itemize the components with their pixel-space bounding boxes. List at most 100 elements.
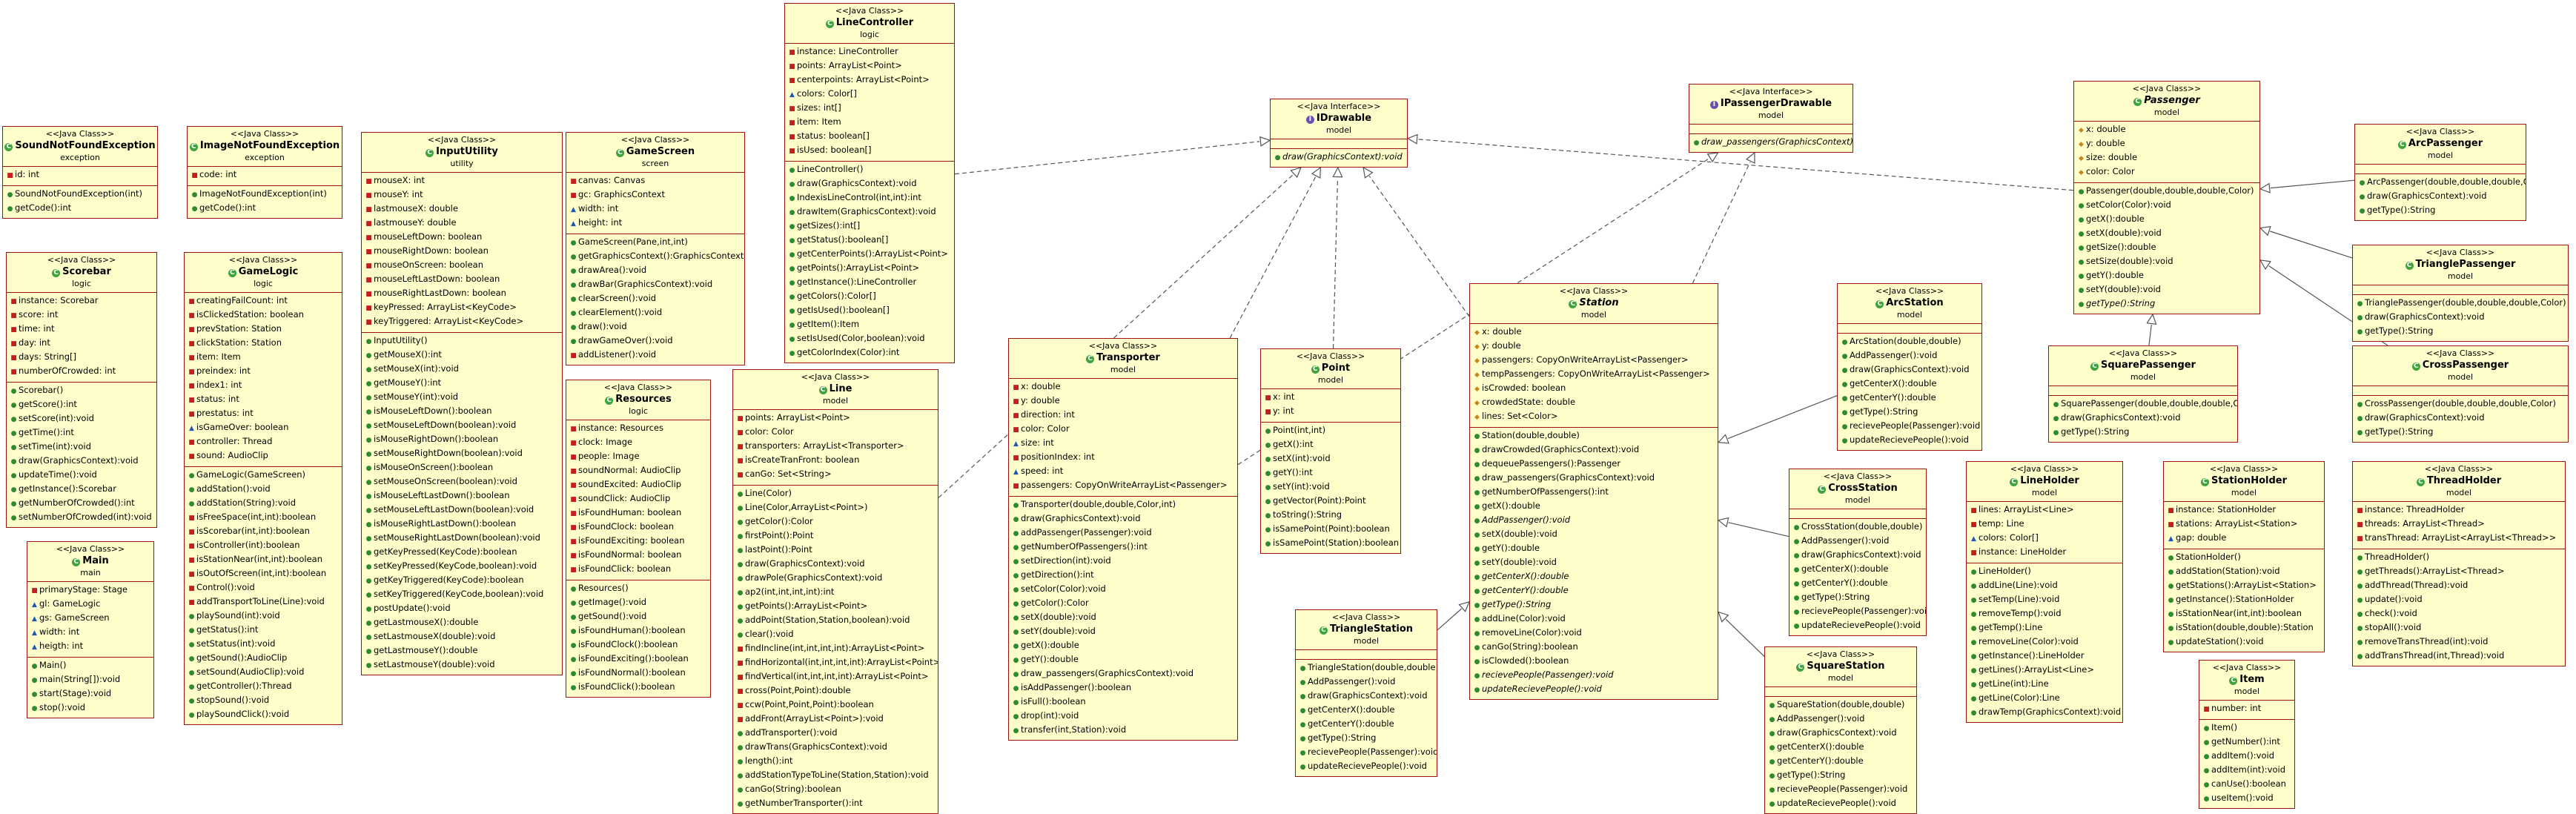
field-row: ▲colors: Color[] xyxy=(787,87,953,102)
package-icon: ▲ xyxy=(571,206,576,214)
field-text: color: Color xyxy=(745,426,794,437)
method-row: ●stopSound():void xyxy=(187,694,340,708)
method-row: ●draw(GraphicsContext):void xyxy=(735,557,936,572)
method-row: ●getInstance():LineController xyxy=(787,276,953,290)
public-icon: ● xyxy=(1013,643,1019,650)
method-row: ●getStations():ArrayList<Station> xyxy=(2166,579,2322,593)
public-icon: ● xyxy=(1013,600,1019,608)
package-label: model xyxy=(822,396,849,406)
public-icon: ● xyxy=(1299,750,1306,757)
public-icon: ● xyxy=(737,561,744,569)
public-icon: ● xyxy=(570,670,577,678)
method-text: isClowded():boolean xyxy=(1482,655,1569,666)
field-text: crowdedState: double xyxy=(1482,397,1576,407)
method-row: ●setY(int):void xyxy=(1263,480,1399,494)
class-icon: C xyxy=(2229,677,2238,685)
field-row: ■instance: LineHolder xyxy=(1969,546,2121,560)
method-text: getCode():int xyxy=(15,202,72,213)
method-text: updateTime():void xyxy=(19,469,97,480)
private-icon: ■ xyxy=(188,368,195,376)
generalization-arrowhead xyxy=(1717,434,1729,444)
method-text: isFull():boolean xyxy=(1021,696,1086,707)
method-row: ●getCode():int xyxy=(190,202,340,216)
public-icon: ● xyxy=(10,514,17,522)
field-row: ■threads: ArrayList<Thread> xyxy=(2355,517,2563,532)
private-icon: ■ xyxy=(789,133,795,141)
method-text: draw(GraphicsContext):void xyxy=(2365,311,2485,322)
field-row: ■gc: GraphicsContext xyxy=(569,188,743,202)
method-row: ■findIncline(int,int,int,int):ArrayList<… xyxy=(735,642,936,656)
method-text: draw(GraphicsContext):void xyxy=(1308,690,1428,701)
method-row: ●getDirection():int xyxy=(1011,569,1236,583)
class-icon: C xyxy=(615,149,624,157)
public-icon: ● xyxy=(1769,801,1775,808)
method-row: ■isStationNear(int,int):boolean xyxy=(187,553,340,567)
method-row: ●getCenterPoints():ArrayList<Point> xyxy=(787,248,953,262)
protected-icon: ◆ xyxy=(2079,155,2084,162)
method-row: ●getStatus():int xyxy=(187,623,340,638)
field-row: ■score: int xyxy=(9,308,155,322)
public-icon: ● xyxy=(2357,625,2363,632)
method-text: recievePeople(Passenger):void xyxy=(1482,669,1614,680)
method-row: ●setScore(int):void xyxy=(9,412,155,426)
method-row: ●transfer(int,Station):void xyxy=(1011,724,1236,738)
field-row: ■canGo: Set<String> xyxy=(735,468,936,482)
method-text: TriangleStation(double,double) xyxy=(1308,662,1437,672)
method-row: ●getType():String xyxy=(1298,732,1435,746)
field-text: keyTriggered: ArrayList<KeyCode> xyxy=(374,316,524,326)
method-row: ●LineController() xyxy=(787,163,953,177)
public-icon: ● xyxy=(570,338,577,345)
public-icon: ● xyxy=(2078,231,2085,238)
public-icon: ● xyxy=(1474,574,1480,581)
method-text: stop():void xyxy=(39,702,86,712)
public-icon: ● xyxy=(1970,653,1977,661)
class-name-text: SoundNotFoundException xyxy=(15,140,156,151)
class-name-text: Line xyxy=(829,383,852,394)
method-row: ●isAddPassenger():boolean xyxy=(1011,681,1236,695)
generalization-line xyxy=(2270,231,2353,259)
stereotype-label: <<Java Interface>> xyxy=(1729,87,1813,96)
field-row: ▲size: int xyxy=(1011,437,1236,451)
method-text: draw(GraphicsContext):void xyxy=(745,558,865,569)
method-row: ●setColor(Color):void xyxy=(1011,583,1236,597)
stereotype-label: <<Java Class>> xyxy=(1088,341,1158,351)
field-text: controller: Thread xyxy=(196,436,273,446)
method-row: ●getMouseY():int xyxy=(364,377,560,391)
fields-compartment: ■instance: LineController■points: ArrayL… xyxy=(785,44,954,162)
method-row: ●drawPole(GraphicsContext):void xyxy=(735,572,936,586)
field-text: days: String[] xyxy=(19,351,76,362)
method-row: ●getColor():Color xyxy=(735,515,936,529)
